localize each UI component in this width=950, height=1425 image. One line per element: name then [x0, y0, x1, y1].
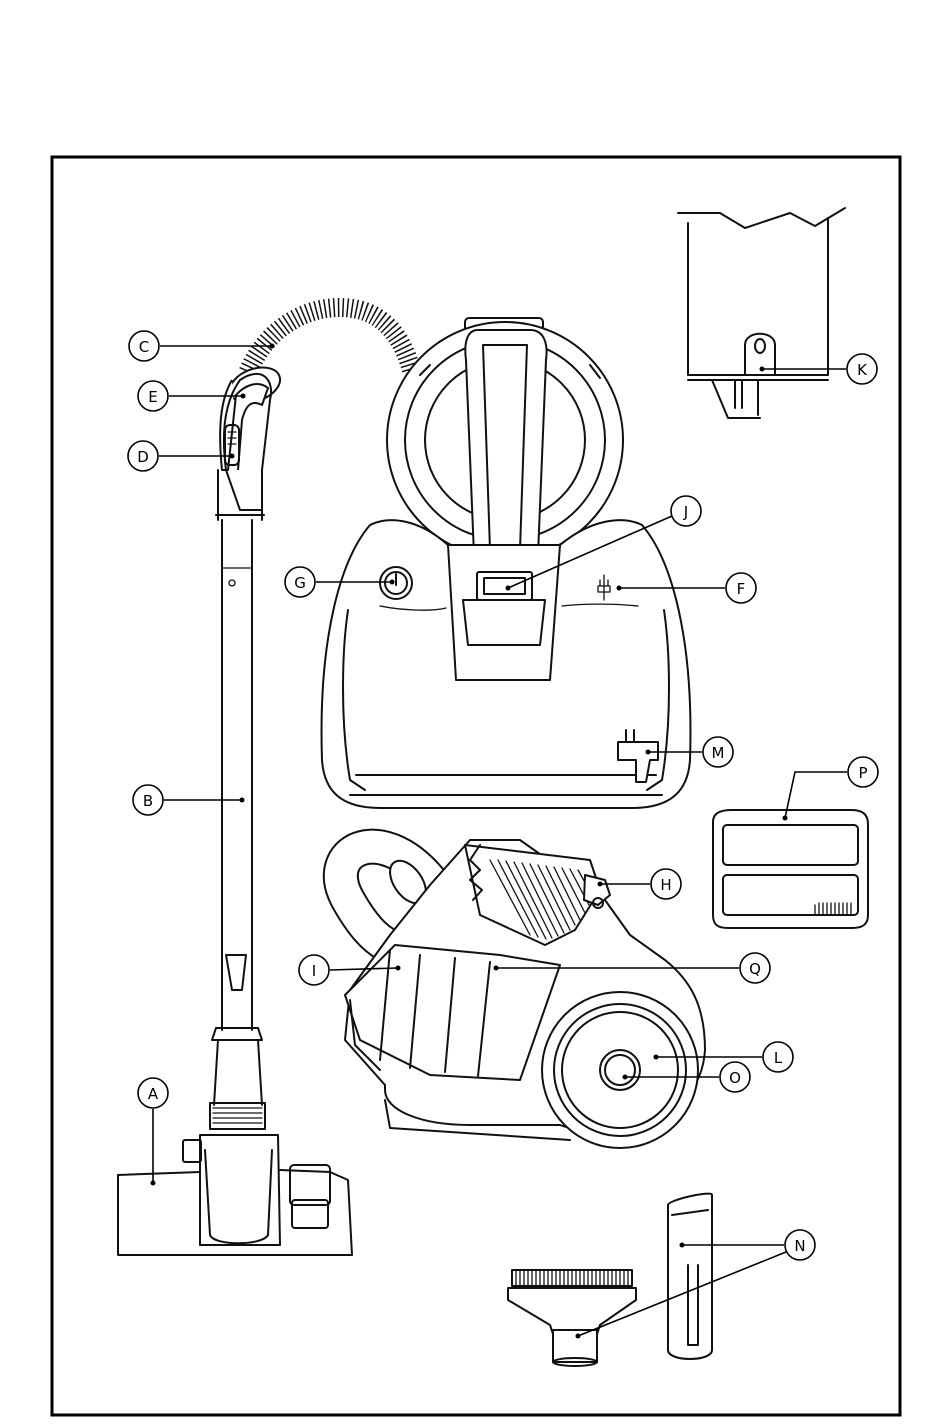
callout-label-i: I [312, 962, 316, 980]
accessory-tools-illustration [508, 1194, 712, 1366]
callout-label-b: B [143, 792, 153, 810]
callout-a: A [138, 1078, 168, 1186]
callout-label-o: O [729, 1069, 741, 1087]
hook-detail-illustration [678, 208, 845, 418]
callout-label-g: G [294, 574, 306, 592]
callout-label-h: H [660, 876, 671, 894]
callout-label-a: A [148, 1085, 159, 1103]
callout-label-k: K [857, 361, 868, 379]
callout-label-m: M [712, 744, 725, 762]
callout-label-c: C [139, 338, 149, 356]
callout-label-q: Q [749, 960, 761, 978]
callout-label-f: F [737, 580, 746, 598]
callout-label-j: J [683, 503, 688, 521]
callout-label-e: E [148, 388, 157, 406]
callout-d: D [128, 441, 235, 471]
filter-cartridge-illustration [713, 810, 868, 928]
vacuum-top-view-illustration [322, 318, 691, 808]
callout-label-d: D [137, 448, 149, 466]
callout-b: B [133, 785, 245, 815]
callout-label-n: N [794, 1237, 805, 1255]
callout-label-p: P [858, 764, 867, 782]
callout-label-l: L [774, 1049, 783, 1067]
